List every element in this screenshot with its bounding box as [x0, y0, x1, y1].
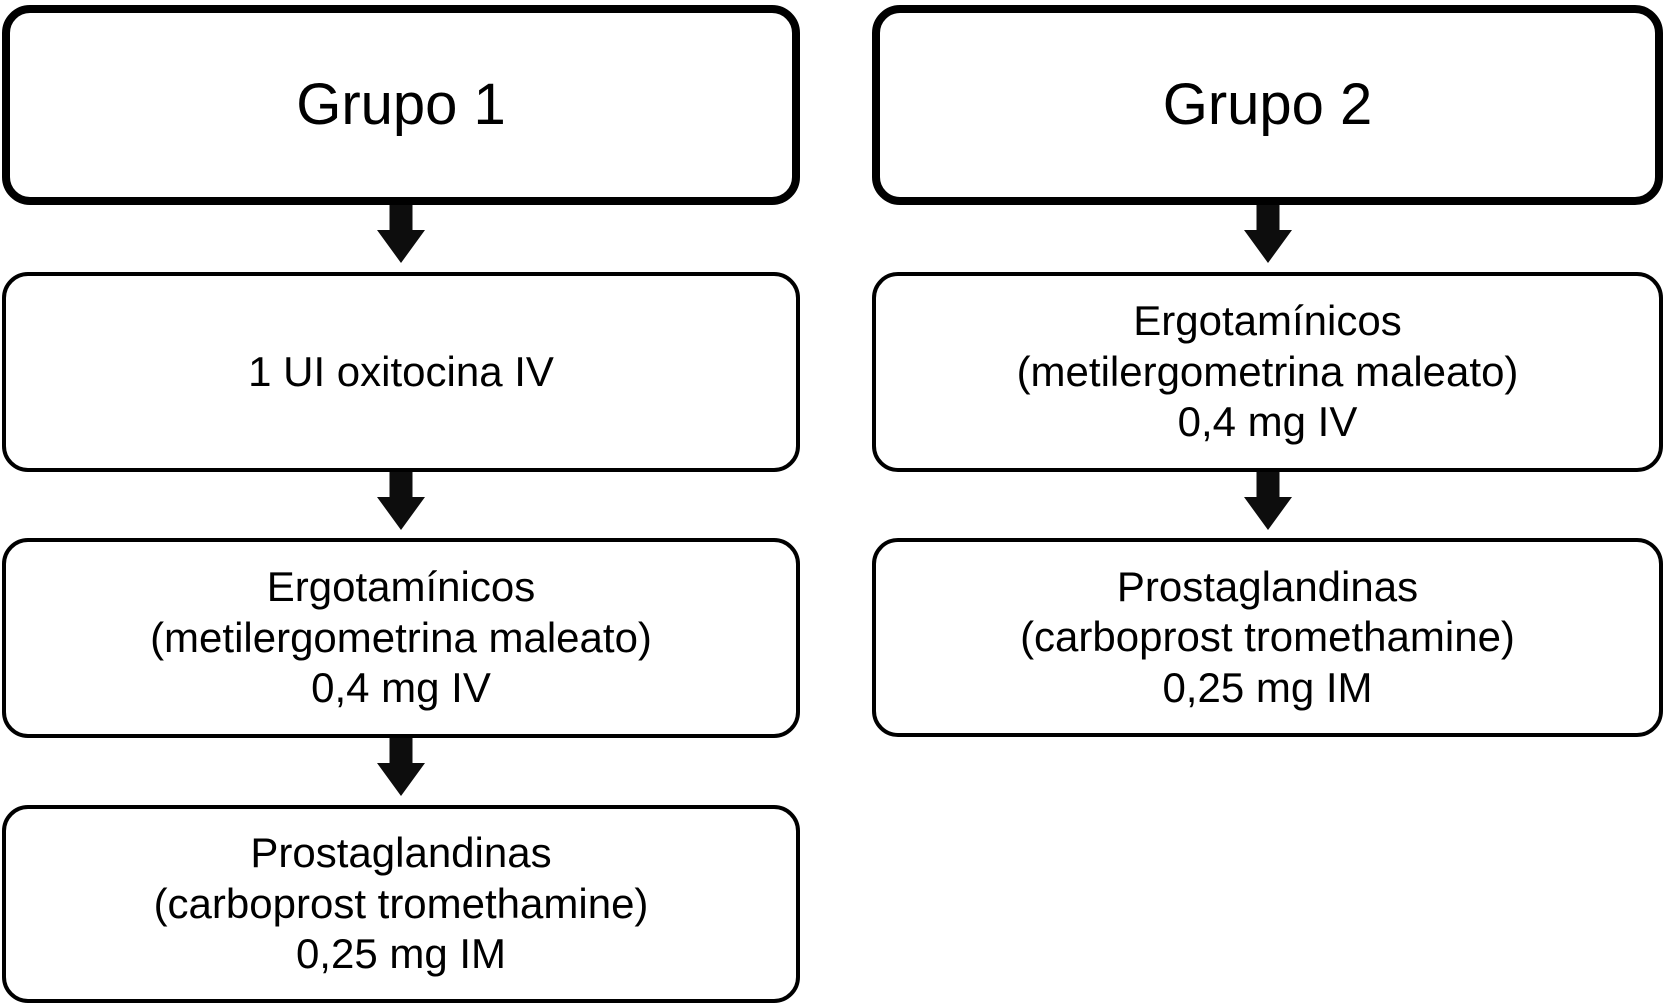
step-text-line: 0,25 mg IM [1162, 663, 1373, 711]
arrow-down-icon [1243, 205, 1292, 263]
step-text-line: Ergotamínicos [266, 563, 536, 611]
step-text-line: (metilergometrina maleato) [150, 613, 652, 661]
arrow-down-icon [1243, 472, 1292, 530]
step-text-line: 0,25 mg IM [295, 930, 507, 978]
step-text-line: 1 UI oxitocina IV [248, 347, 554, 395]
column-grupo-2: Grupo 2 Ergotamínicos (metilergometrina … [872, 0, 1663, 1007]
step-text-line: (carboprost tromethamine) [153, 879, 649, 927]
column-grupo-1: Grupo 1 1 UI oxitocina IV Ergotamínicos … [2, 0, 800, 1007]
grupo-1-header-box: Grupo 1 [2, 5, 800, 205]
step-box-oxitocina: 1 UI oxitocina IV [2, 272, 800, 472]
arrow-down-icon [377, 205, 425, 263]
step-text-line: (carboprost tromethamine) [1020, 613, 1515, 661]
step-box-prostaglandinas: Prostaglandinas (carboprost tromethamine… [2, 805, 800, 1003]
grupo-1-title: Grupo 1 [296, 72, 506, 138]
grupo-2-title: Grupo 2 [1162, 72, 1373, 138]
step-text-line: (metilergometrina maleato) [1016, 347, 1519, 395]
arrow-down-icon [377, 738, 425, 796]
step-text-line: Prostaglandinas [1116, 562, 1419, 610]
step-box-ergotaminicos: Ergotamínicos (metilergometrina maleato)… [2, 538, 800, 738]
arrow-down-icon [377, 472, 425, 530]
step-text-line: 0,4 mg IV [311, 664, 491, 712]
step-text-line: Prostaglandinas [250, 829, 552, 877]
step-text-line: 0,4 mg IV [1177, 398, 1358, 446]
step-box-ergotaminicos: Ergotamínicos (metilergometrina maleato)… [872, 272, 1663, 472]
grupo-2-header-box: Grupo 2 [872, 5, 1663, 205]
step-box-prostaglandinas: Prostaglandinas (carboprost tromethamine… [872, 538, 1663, 737]
step-text-line: Ergotamínicos [1133, 297, 1402, 345]
